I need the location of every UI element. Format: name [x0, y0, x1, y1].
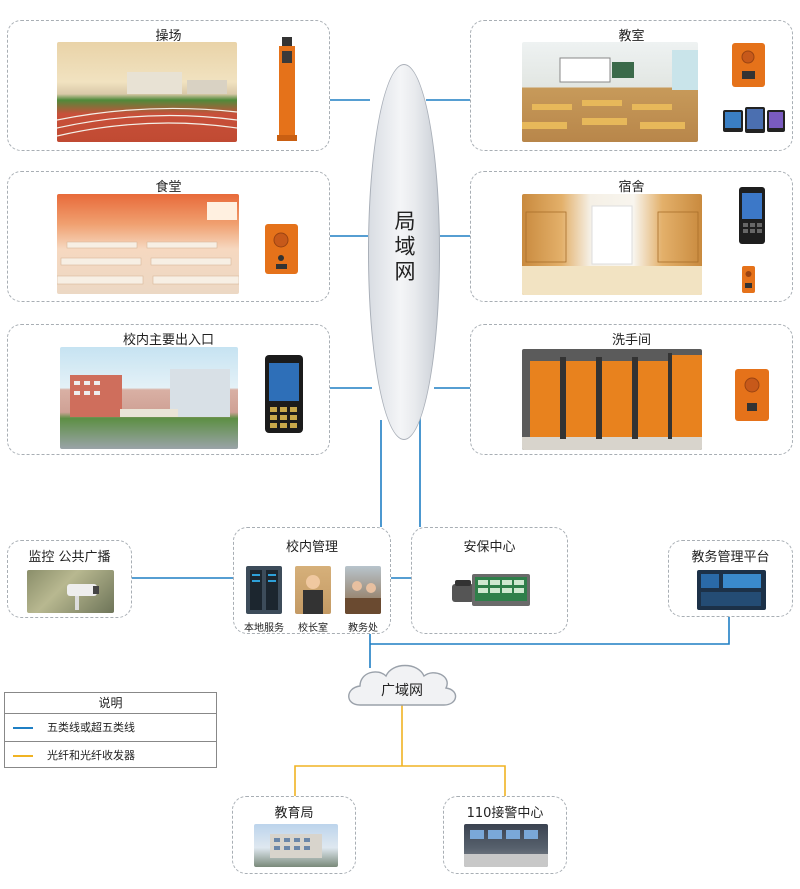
bureau-building-photo [254, 824, 338, 867]
legend-item: 光纤和光纤收发器 [5, 741, 216, 769]
lan-ellipse: 局域网 [368, 64, 440, 440]
emergency-pillar-icon [274, 37, 300, 141]
security-console-icon [452, 570, 532, 610]
intercom-panel-icon [735, 369, 769, 421]
zone-police-center: 110接警中心 [443, 796, 567, 874]
zone-entrance: 校内主要出入口 [7, 324, 330, 455]
zone-security: 安保中心 [411, 527, 568, 634]
link-academic [370, 617, 730, 645]
zone-title: 宿舍 [618, 180, 645, 195]
zone-monitoring: 监控 公共广播 [7, 540, 132, 618]
zone-title: 安保中心 [463, 540, 516, 555]
zone-playground: 操场 [7, 20, 330, 151]
legend: 说明 五类线或超五类线 光纤和光纤收发器 [4, 692, 217, 768]
academic-office-photo [345, 566, 381, 614]
zone-title: 教室 [618, 29, 645, 44]
server-photo [246, 566, 282, 614]
zone-title: 教务管理平台 [691, 550, 770, 565]
tablet-terminals-icon [723, 104, 785, 136]
wan-cloud [348, 664, 457, 706]
legend-swatch-cat5 [13, 727, 33, 729]
canteen-photo [57, 194, 239, 294]
police-center-photo [464, 824, 548, 867]
zone-edu-bureau: 教育局 [232, 796, 356, 874]
legend-item: 五类线或超五类线 [5, 714, 216, 741]
zone-campus-mgmt: 校内管理 本地服务 校长室 教务处 [233, 527, 391, 634]
zone-washroom: 洗手间 [470, 324, 793, 455]
zone-title: 操场 [155, 29, 182, 44]
zone-classroom: 教室 [470, 20, 793, 151]
lan-label: 局域网 [392, 210, 416, 285]
intercom-panel-icon [265, 224, 298, 274]
academic-office-caption: 教务处 [348, 623, 378, 634]
platform-screen-icon [697, 570, 766, 610]
entrance-photo [60, 347, 238, 449]
video-intercom-icon [739, 187, 765, 244]
zone-canteen: 食堂 [7, 171, 330, 302]
playground-photo [57, 42, 237, 142]
zone-title: 110接警中心 [466, 806, 544, 821]
server-caption: 本地服务 [244, 623, 284, 634]
zone-title: 校内主要出入口 [122, 333, 214, 348]
zone-title: 教育局 [274, 806, 314, 821]
zone-dormitory: 宿舍 [470, 171, 793, 302]
legend-title: 说明 [5, 693, 216, 714]
intercom-panel-icon [732, 43, 765, 87]
access-terminal-icon [265, 355, 303, 433]
zone-academic-platform: 教务管理平台 [668, 540, 793, 617]
washroom-photo [522, 349, 702, 450]
classroom-photo [522, 42, 698, 142]
legend-swatch-fiber [13, 755, 33, 757]
emergency-button-icon [742, 266, 755, 293]
zone-title: 洗手间 [611, 333, 651, 348]
zone-title: 校内管理 [285, 540, 338, 555]
principal-caption: 校长室 [298, 623, 328, 634]
link-edu-bureau [294, 765, 506, 796]
legend-label: 光纤和光纤收发器 [47, 749, 135, 762]
camera-photo [27, 570, 114, 613]
dormitory-photo [522, 194, 702, 295]
zone-title: 食堂 [155, 180, 182, 195]
principal-photo [295, 566, 331, 614]
legend-label: 五类线或超五类线 [47, 721, 135, 734]
wan-label: 广域网 [381, 683, 423, 699]
zone-title: 监控 公共广播 [28, 550, 111, 565]
